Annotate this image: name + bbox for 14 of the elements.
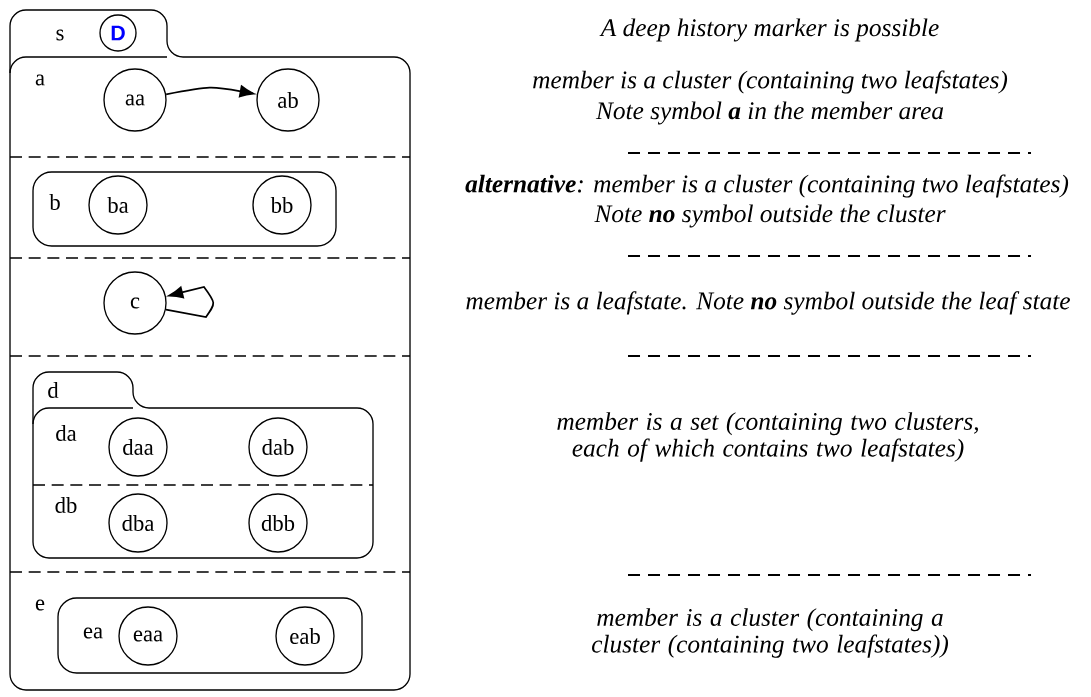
note-text: alternative: member is a cluster (containing two leafstates)	[465, 174, 1069, 198]
arrow	[165, 85, 255, 98]
note-text: Note symbol a in the member area	[595, 101, 944, 125]
region-label: db	[55, 497, 77, 513]
note-text: member is a cluster (containing two leafstates)	[533, 70, 1008, 94]
note-text: member is a leafstate. Note no symbol outside the leaf state	[466, 291, 1070, 315]
note-text: member is a set (containing two clusters, each of which contains two leafstates)	[557, 412, 978, 462]
arrow	[165, 286, 215, 318]
note-text: Note no symbol outside the cluster	[594, 204, 946, 228]
region-label: da	[56, 425, 77, 441]
region-label: a	[35, 74, 45, 86]
note-text: A deep history marker is possible	[599, 18, 939, 42]
note-text: member is a cluster (containing a cluster (containing two leafstates))	[592, 608, 949, 658]
region-label: e	[35, 599, 45, 611]
